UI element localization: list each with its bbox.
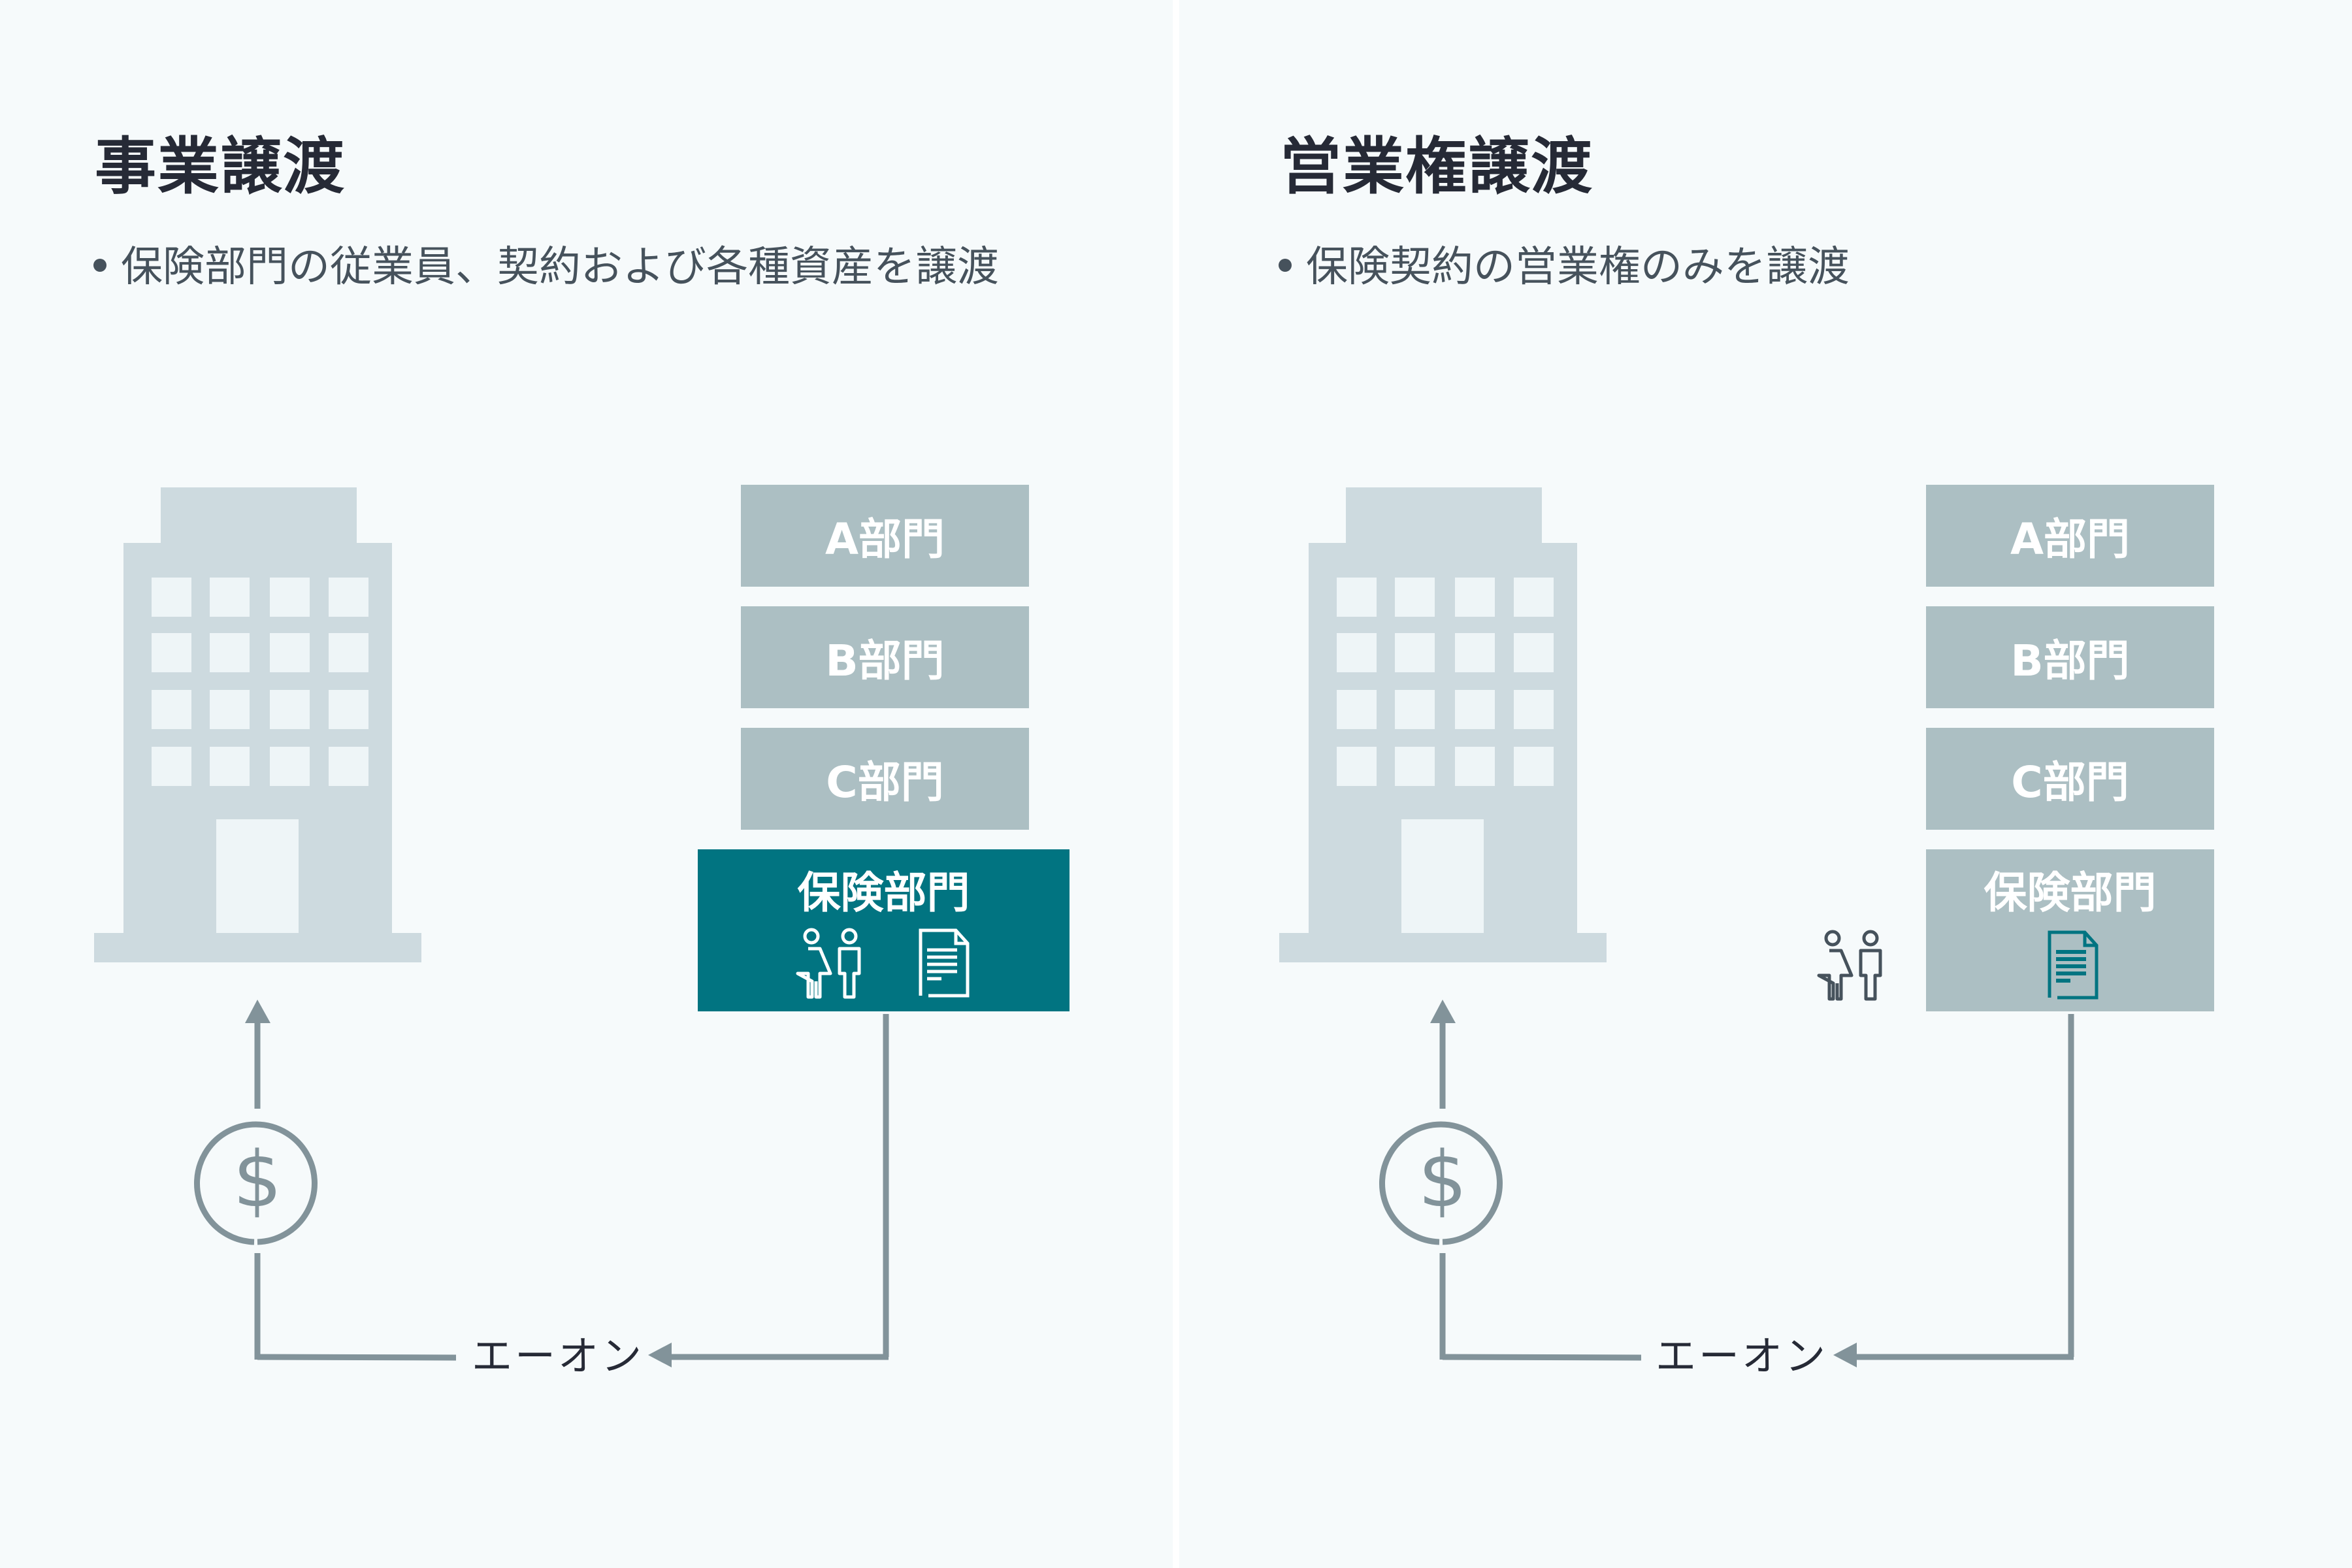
document-icon (2048, 930, 2099, 1000)
building-window (329, 690, 368, 729)
building-window (152, 747, 191, 786)
building-window (210, 633, 250, 672)
bullet-text: 保険契約の営業権のみを譲渡 (1306, 243, 1850, 291)
building-window (329, 747, 368, 786)
connector-line (1442, 1354, 1642, 1361)
building-window (329, 578, 368, 617)
department-b: B部門 (1926, 606, 2214, 708)
insurance-department: 保険部門 (1926, 849, 2214, 1011)
department-a: A部門 (741, 485, 1029, 587)
insurance-department-label: 保険部門 (797, 868, 970, 918)
building-window (152, 633, 191, 672)
insurance-department-highlighted: 保険部門 (698, 849, 1070, 1011)
arrowhead-up (1430, 1000, 1456, 1023)
department-b: B部門 (741, 606, 1029, 708)
insurance-department-label: 保険部門 (1984, 868, 2157, 918)
right-payment-flow (1379, 1014, 2074, 1361)
building-window (1337, 578, 1377, 617)
building-window (1337, 747, 1377, 786)
building-window (1455, 690, 1495, 729)
building-window (1455, 747, 1495, 786)
acquirer-label: エーオン (1656, 1332, 1829, 1380)
arrowhead-up (245, 1000, 270, 1023)
building-base (94, 933, 421, 962)
building-door (1401, 819, 1484, 933)
department-a: A部門 (1926, 485, 2214, 587)
department-c: C部門 (1926, 728, 2214, 830)
panel-bullet: 保険契約の営業権のみを譲渡 (1279, 239, 1850, 295)
building-roof (1346, 487, 1542, 544)
building-window (1395, 633, 1435, 672)
building-window (270, 747, 310, 786)
building-window (210, 690, 250, 729)
building-window (1514, 633, 1554, 672)
people-icon-outside (1817, 930, 1882, 1001)
building-window (1395, 578, 1435, 617)
dollar-symbol: $ (1418, 1134, 1467, 1224)
building-window (210, 747, 250, 786)
building-window (1395, 690, 1435, 729)
building-window (1514, 578, 1554, 617)
dollar-circle-icon (1379, 1121, 1503, 1245)
building-door (216, 819, 299, 933)
arrowhead-left (648, 1343, 672, 1367)
building-window (152, 690, 191, 729)
building-window (210, 578, 250, 617)
building-window (1337, 690, 1377, 729)
panel-divider (1173, 0, 1179, 1568)
building-window (270, 633, 310, 672)
panel-bullet: 保険部門の従業員、契約および各種資産を譲渡 (93, 239, 999, 295)
building-roof (161, 487, 357, 544)
department-c: C部門 (741, 728, 1029, 830)
building-window (1514, 690, 1554, 729)
building-window (1455, 633, 1495, 672)
panel-title: 営業権譲渡 (1280, 131, 1594, 203)
building-window (1395, 747, 1435, 786)
arrowhead-left (1833, 1343, 1857, 1367)
building-window (1455, 578, 1495, 617)
dollar-circle-icon (194, 1121, 318, 1245)
building-window (152, 578, 191, 617)
panel-title: 事業譲渡 (95, 131, 346, 203)
building-window (1337, 633, 1377, 672)
connector-line (257, 1354, 457, 1361)
bullet-dot (93, 259, 106, 272)
dollar-symbol: $ (233, 1134, 282, 1224)
building-window (270, 578, 310, 617)
building-window (270, 690, 310, 729)
acquirer-label: エーオン (472, 1332, 645, 1380)
building-window (1514, 747, 1554, 786)
bullet-dot (1279, 259, 1292, 272)
building-window (329, 633, 368, 672)
document-icon (919, 928, 970, 998)
building-base (1279, 933, 1607, 962)
bullet-text: 保険部門の従業員、契約および各種資産を譲渡 (121, 243, 999, 291)
payment-flow (194, 1014, 889, 1361)
people-icon (796, 928, 861, 999)
